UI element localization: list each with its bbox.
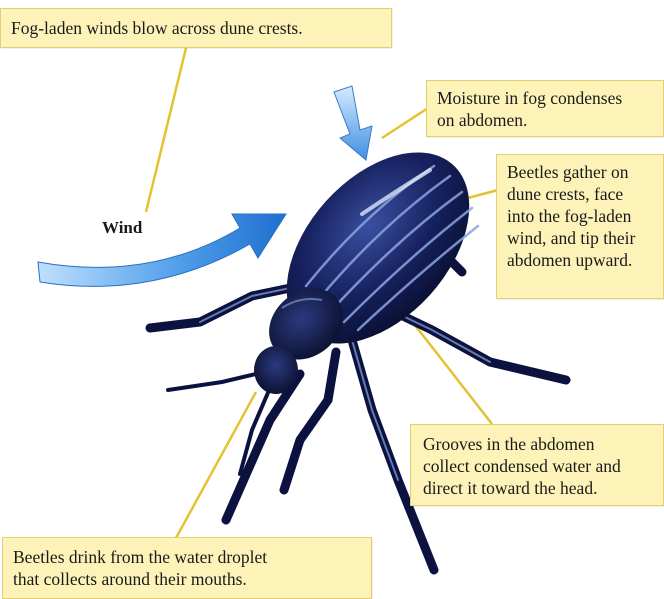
callout-grooves-line: Grooves in the abdomen xyxy=(423,433,655,455)
callout-gather: Beetles gather on dune crests, face into… xyxy=(496,154,664,299)
callout-gather-line: into the fog-laden xyxy=(507,205,657,227)
wind-arrow xyxy=(38,214,286,286)
callout-grooves: Grooves in the abdomen collect condensed… xyxy=(410,424,664,506)
callout-grooves-line: collect condensed water and xyxy=(423,455,655,477)
condensation-arrow xyxy=(334,86,372,160)
callout-moisture: Moisture in fog condenses on abdomen. xyxy=(426,80,664,137)
callout-drink-line: that collects around their mouths. xyxy=(13,568,361,590)
callout-drink: Beetles drink from the water droplet tha… xyxy=(2,537,372,599)
callout-grooves-line: direct it toward the head. xyxy=(423,477,655,499)
leader-moisture xyxy=(382,108,428,138)
callout-moisture-line: Moisture in fog condenses xyxy=(437,87,655,109)
callout-gather-line: wind, and tip their xyxy=(507,227,657,249)
callout-gather-line: abdomen upward. xyxy=(507,249,657,271)
wind-label: Wind xyxy=(102,218,142,238)
callout-gather-line: dune crests, face xyxy=(507,183,657,205)
callout-fog: Fog-laden winds blow across dune crests. xyxy=(0,8,392,48)
leader-fog xyxy=(146,48,186,212)
callout-drink-line: Beetles drink from the water droplet xyxy=(13,546,361,568)
callout-moisture-line: on abdomen. xyxy=(437,109,655,131)
callout-gather-line: Beetles gather on xyxy=(507,161,657,183)
callout-fog-line: Fog-laden winds blow across dune crests. xyxy=(11,17,383,39)
